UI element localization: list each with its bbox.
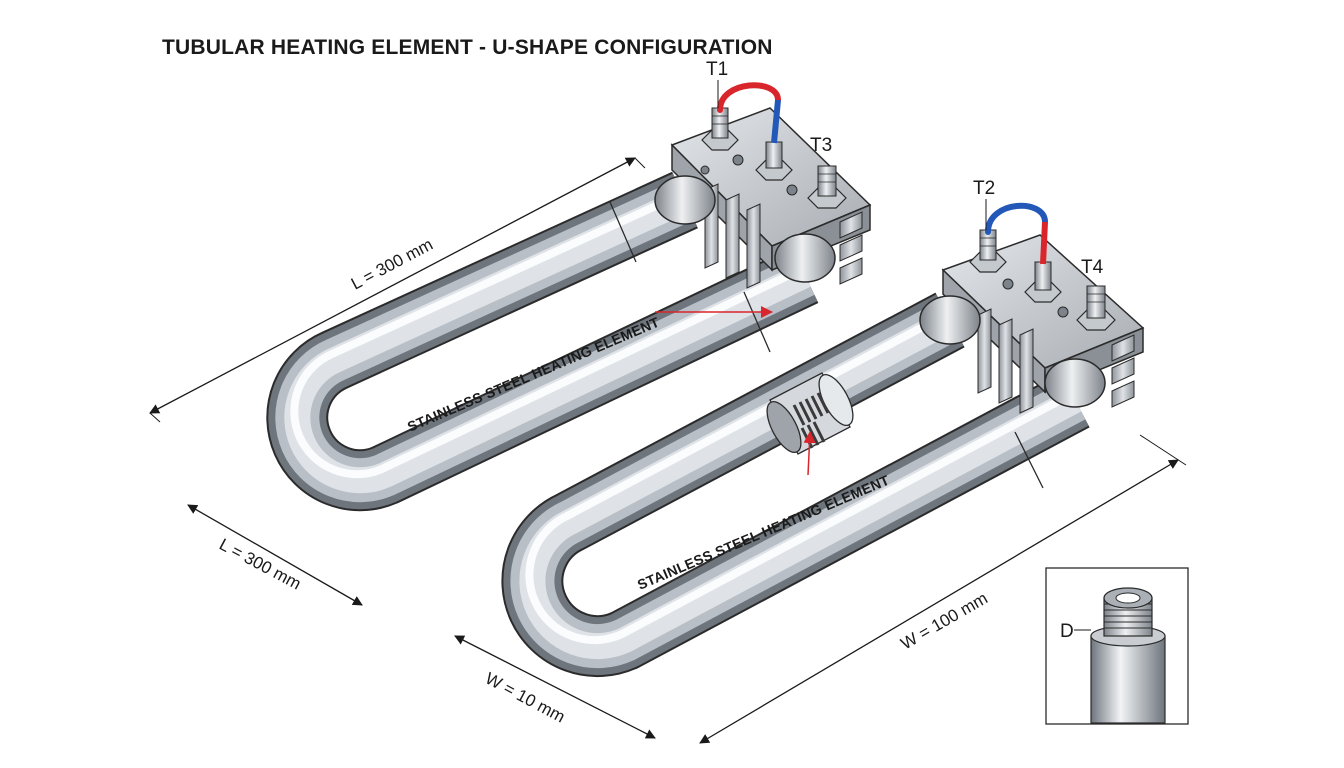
heating-element-1: [266, 171, 819, 512]
length-top-label: L = 300 mm: [348, 235, 436, 294]
terminal-label-t2: T2: [973, 178, 995, 199]
terminal-label-t3: T3: [810, 135, 832, 156]
heating-element-2: [501, 292, 1090, 678]
cooling-fins-2: [977, 308, 1135, 414]
terminal-block-2: [919, 202, 1145, 414]
terminal-post-t1: [701, 107, 739, 151]
diameter-inset: D: [1045, 567, 1189, 725]
diagram-title: TUBULAR HEATING ELEMENT - U-SHAPE CONFIG…: [162, 36, 773, 59]
width-small-label: W = 10 mm: [482, 669, 568, 727]
dimension-length-left: L = 300 mm: [187, 504, 363, 606]
terminal-post-mid-1: [755, 141, 793, 181]
cooling-fins-1: [704, 183, 863, 289]
terminal-block-1: [654, 82, 872, 289]
terminal-post-t2: [969, 229, 1007, 273]
cutaway-coil: [766, 372, 854, 455]
terminal-post-t4: [1076, 285, 1116, 331]
terminal-label-t1: T1: [706, 59, 728, 80]
terminal-post-mid-2: [1024, 261, 1062, 303]
diameter-label: D: [1060, 621, 1074, 642]
terminal-label-t4: T4: [1081, 257, 1104, 278]
terminal-post-t3: [807, 165, 847, 209]
